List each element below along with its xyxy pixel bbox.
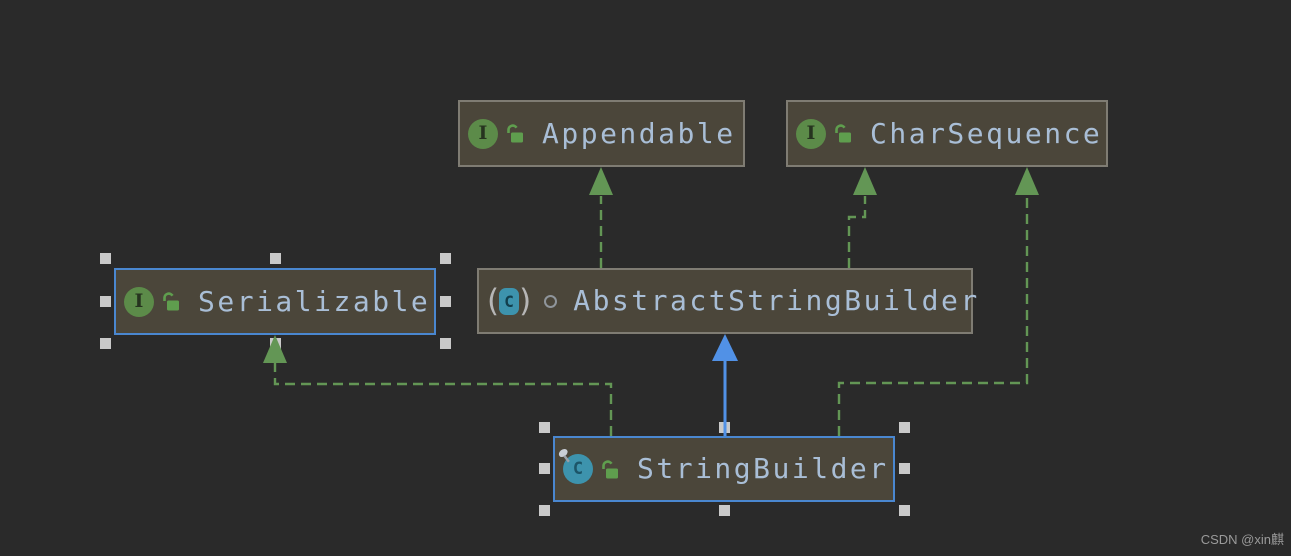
class-name-label: Appendable (542, 116, 736, 150)
class-node-serializable[interactable]: I Serializable (114, 268, 436, 335)
unlocked-icon (602, 459, 618, 478)
selection-handle[interactable] (440, 253, 451, 264)
selection-handle[interactable] (719, 505, 730, 516)
selection-handle[interactable] (440, 338, 451, 349)
interface-icon: I (124, 286, 154, 317)
selection-handle[interactable] (539, 422, 550, 433)
selection-handle[interactable] (270, 338, 281, 349)
class-name-label: StringBuilder (637, 452, 889, 485)
selection-handle[interactable] (899, 422, 910, 433)
class-name-label: Serializable (198, 284, 431, 318)
unlocked-icon (835, 124, 851, 143)
selection-handle[interactable] (539, 505, 550, 516)
selection-handle[interactable] (100, 253, 111, 264)
selection-handle[interactable] (539, 463, 550, 474)
interface-icon: I (468, 118, 498, 149)
selection-handle[interactable] (100, 296, 111, 307)
abstract-class-icon: ( C ) (487, 282, 532, 319)
final-class-icon: C (558, 448, 593, 484)
selection-handle[interactable] (899, 463, 910, 474)
pin-icon (558, 448, 570, 463)
unlocked-icon (507, 124, 523, 143)
edge-stringbuilder-extends-abstractstringbuilder[interactable] (712, 334, 738, 436)
class-name-label: CharSequence (870, 116, 1103, 150)
selection-handle[interactable] (270, 253, 281, 264)
unlocked-icon (163, 292, 179, 311)
class-node-stringbuilder[interactable]: C StringBuilder (553, 436, 895, 502)
class-name-label: AbstractStringBuilder (573, 284, 980, 317)
class-node-abstractstringbuilder[interactable]: ( C ) AbstractStringBuilder (477, 268, 977, 334)
class-node-appendable[interactable]: I Appendable (458, 100, 745, 167)
selection-handle[interactable] (899, 505, 910, 516)
edge-abstractstringbuilder-implements-appendable[interactable] (589, 167, 613, 268)
edge-abstractstringbuilder-implements-charsequence[interactable] (847, 167, 877, 268)
selection-handle[interactable] (100, 338, 111, 349)
selection-handle[interactable] (719, 422, 730, 433)
csdn-watermark: CSDN @xin麒 (1200, 532, 1284, 547)
selection-handle[interactable] (440, 296, 451, 307)
edge-stringbuilder-implements-serializable[interactable] (263, 335, 613, 436)
package-private-icon (544, 294, 558, 308)
class-node-charsequence[interactable]: I CharSequence (786, 100, 1108, 167)
interface-icon: I (796, 118, 826, 149)
